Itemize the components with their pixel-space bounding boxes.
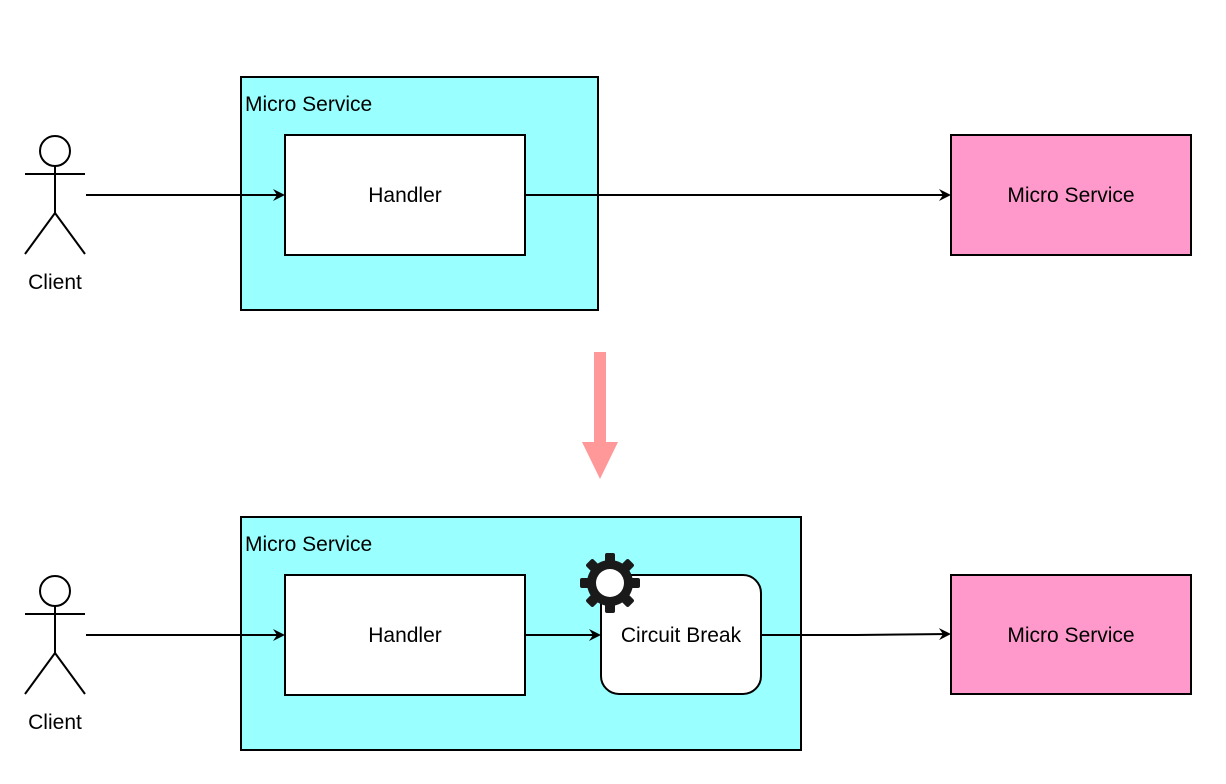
target-micro-service-label-bottom: Micro Service xyxy=(1007,624,1134,647)
down-arrow-icon xyxy=(582,352,618,479)
circuit-breaker-label: Circuit Break xyxy=(621,624,742,647)
handler-box-bottom xyxy=(284,574,526,696)
client-actor-top xyxy=(24,135,86,255)
handler-label-bottom: Handler xyxy=(368,624,442,647)
breaker-to-service-arrow xyxy=(761,628,951,641)
handler-label-top: Handler xyxy=(368,184,442,207)
micro-service-container-label-top: Micro Service xyxy=(245,93,372,116)
gear-icon xyxy=(580,553,640,613)
micro-service-container-label-bottom: Micro Service xyxy=(245,533,372,556)
target-micro-service-bottom xyxy=(950,574,1192,695)
handler-box-top xyxy=(284,134,526,256)
target-micro-service-top xyxy=(950,134,1192,256)
target-micro-service-label-top: Micro Service xyxy=(1007,184,1134,207)
client-label-bottom: Client xyxy=(28,711,82,734)
client-label-top: Client xyxy=(28,271,82,294)
client-actor-bottom xyxy=(24,575,86,695)
